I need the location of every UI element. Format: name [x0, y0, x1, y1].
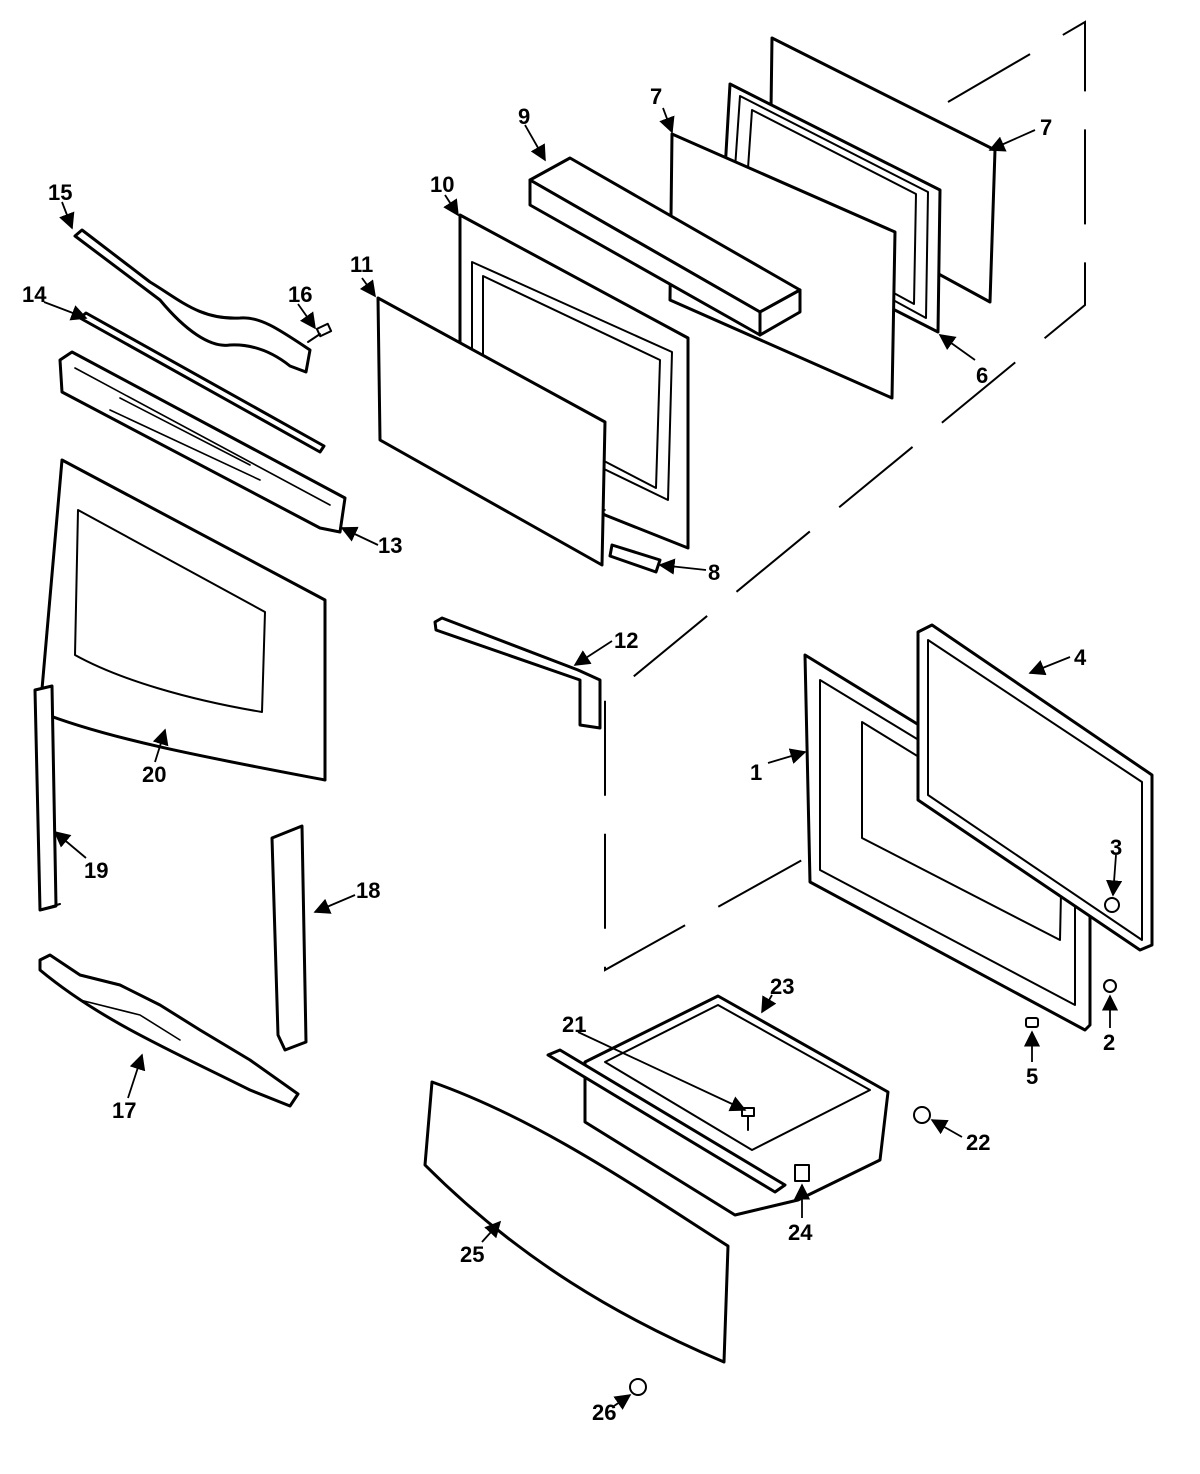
leader-arrows — [43, 107, 1123, 1410]
part-12-hinge-bracket — [433, 616, 602, 730]
callout-13: 13 — [378, 533, 402, 558]
part-22-nut — [913, 1106, 931, 1124]
callout-16: 16 — [288, 282, 312, 307]
part-20-outer-door — [38, 458, 327, 782]
callout-9: 9 — [518, 104, 530, 129]
part-15-handle-trim — [73, 228, 312, 374]
part-24-drawer-rail — [546, 1048, 810, 1194]
callout-4: 4 — [1074, 645, 1087, 670]
part-2-nut — [1103, 979, 1117, 993]
part-17-bottom-trim — [38, 953, 300, 1108]
callout-18: 18 — [356, 878, 380, 903]
callout-19: 19 — [84, 858, 108, 883]
callout-10: 10 — [430, 172, 454, 197]
part-21-screw — [741, 1107, 755, 1131]
callout-11: 11 — [350, 252, 373, 277]
part-26-foot — [629, 1378, 647, 1396]
callout-25: 25 — [460, 1242, 484, 1267]
callout-1: 1 — [750, 760, 762, 785]
callout-14: 14 — [22, 282, 47, 307]
part-3-nut — [1104, 897, 1120, 913]
callout-22: 22 — [966, 1130, 990, 1155]
part-19-side-trim — [33, 684, 61, 912]
part-4-gasket — [916, 623, 1154, 952]
part-16-screw — [307, 322, 333, 343]
callout-labels: 1 2 3 4 5 6 7 7 8 9 10 11 12 13 14 15 16… — [22, 84, 1122, 1425]
callout-20: 20 — [142, 762, 166, 787]
part-8-bracket — [608, 543, 662, 574]
callout-7-right: 7 — [1040, 115, 1052, 140]
callout-23: 23 — [770, 974, 794, 999]
callout-3: 3 — [1110, 835, 1122, 860]
alignment-lines — [604, 20, 1086, 972]
callout-7-left: 7 — [650, 84, 662, 109]
part-5-clip — [1025, 1017, 1039, 1028]
callout-17: 17 — [112, 1098, 136, 1123]
callout-21: 21 — [562, 1012, 586, 1037]
part-13-control-panel — [58, 350, 347, 534]
callout-6: 6 — [976, 363, 988, 388]
part-18-side-trim — [270, 824, 308, 1052]
callout-15: 15 — [48, 180, 72, 205]
callout-26: 26 — [592, 1400, 616, 1425]
part-9-insulation — [528, 156, 802, 337]
part-11-door-glass — [376, 296, 607, 567]
callout-8: 8 — [708, 560, 720, 585]
part-25-drawer-front — [423, 1080, 730, 1364]
callout-24: 24 — [788, 1220, 813, 1245]
callout-12: 12 — [614, 628, 638, 653]
callout-2: 2 — [1103, 1030, 1115, 1055]
callout-5: 5 — [1026, 1064, 1038, 1089]
